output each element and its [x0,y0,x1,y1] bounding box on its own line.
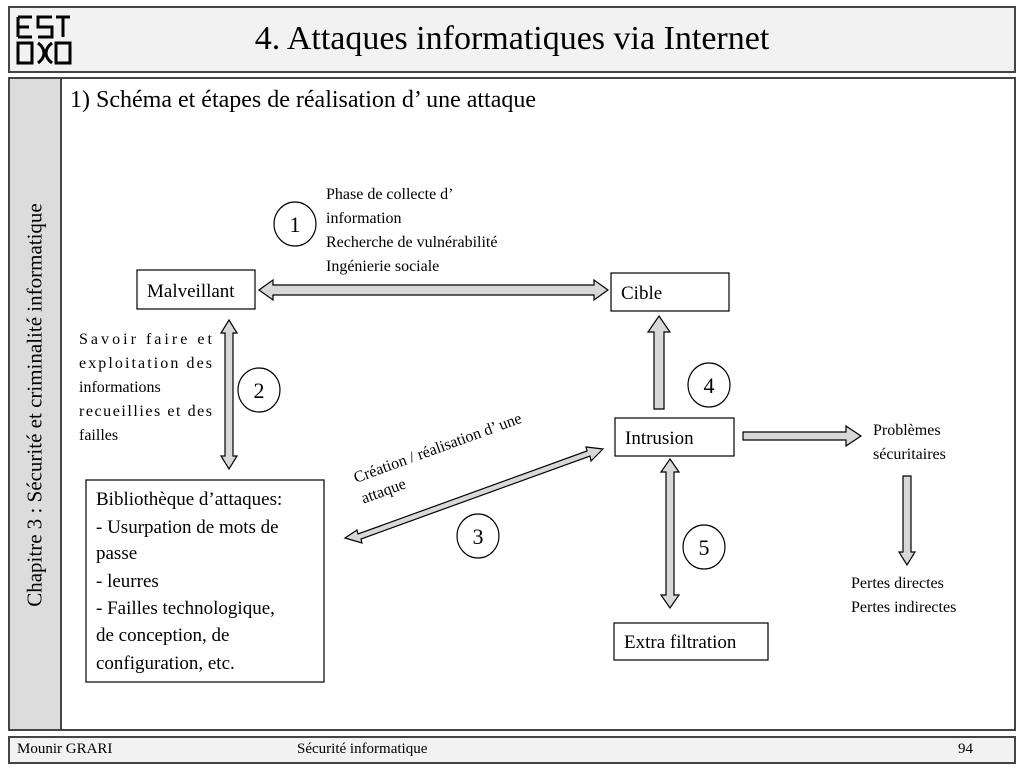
step-4-marker: 4 [687,362,731,408]
malveillant-label: Malveillant [147,281,235,302]
step-1-number: 1 [290,212,301,237]
chapter-sidebar [10,79,62,729]
intrusion-label: Intrusion [625,428,694,449]
bibliotheque-text: Bibliothèque d’attaques: - Usurpation de… [96,489,287,674]
cible-box [610,272,730,312]
svg-text:Création / réalisation d’ une: Création / réalisation d’ une attaque [352,409,536,508]
savoir-faire-text: Savoir faire et exploitation des informa… [79,331,219,444]
malveillant-box [136,269,256,310]
intrusion-box [614,417,735,457]
pertes-text: Pertes directes Pertes indirectes [851,575,956,616]
cible-label: Cible [621,283,662,304]
content-frame [8,77,1016,731]
problemes-text: Problèmes sécuritaires [873,422,946,463]
step-2-number: 2 [254,378,265,403]
step-4-number: 4 [704,373,715,398]
arrow-problemes-pertes [897,475,917,567]
step-5-marker: 5 [682,524,726,570]
arrow-creation-attaque [343,446,605,544]
arrow-malveillant-bibliotheque [219,318,239,471]
school-logo [16,15,72,65]
step-1-marker: 1 [273,201,317,247]
extra-filtration-box [613,622,769,661]
step-3-marker: 3 [456,513,500,559]
bibliotheque-box [85,479,325,683]
header-bar [8,6,1016,73]
arrow-malveillant-cible [257,278,610,302]
section-subtitle: 1) Schéma et étapes de réalisation d’ un… [70,87,537,113]
extra-filtration-label: Extra filtration [624,632,737,653]
step-3-number: 3 [473,524,484,549]
arrow-intrusion-problemes [742,424,863,448]
creation-attaque-label: Création / réalisation d’ une attaque [352,409,536,508]
footer-bar [8,736,1016,764]
step-5-number: 5 [699,535,710,560]
arrow-intrusion-cible [646,314,672,410]
footer-author: Mounir GRARI [17,741,113,757]
footer-course: Sécurité informatique [297,741,428,757]
footer-page-number: 94 [958,741,973,757]
page-title: 4. Attaques informatiques via Internet [254,20,770,57]
arrow-intrusion-extra [659,457,681,610]
phase-collecte-text: Phase de collecte d’ information Recherc… [326,186,501,275]
step-2-marker: 2 [237,367,281,413]
